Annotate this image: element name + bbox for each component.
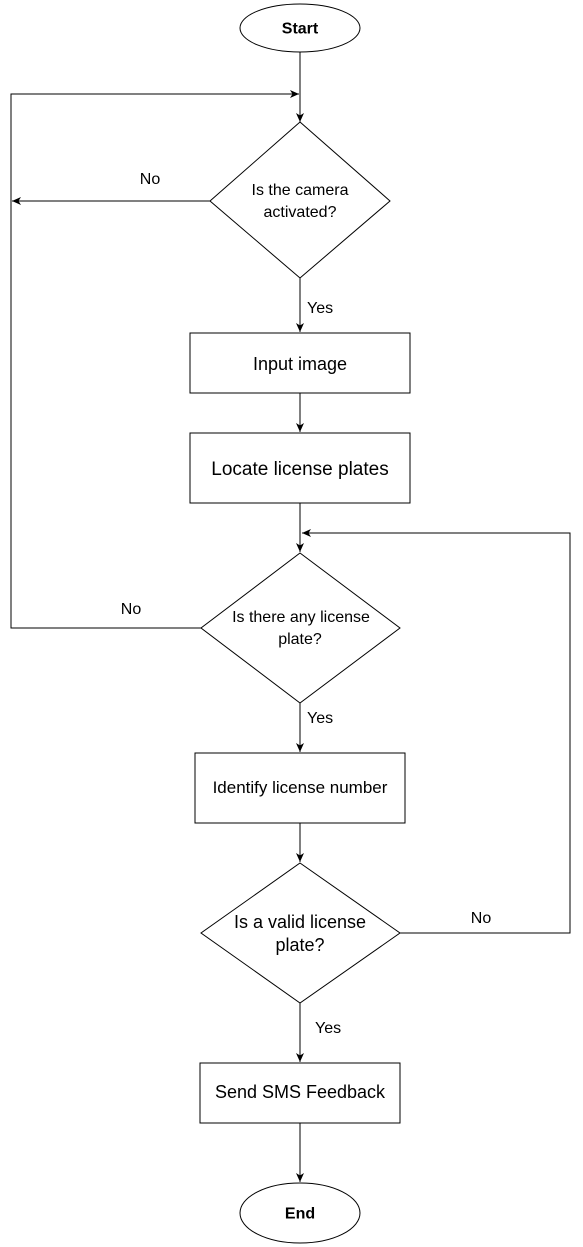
valid-decision-label-line2: plate? <box>275 935 324 955</box>
identify-number-process <box>194 752 406 824</box>
camera-decision-label-line1: Is the camera <box>252 182 349 199</box>
locate-plates-process <box>189 432 411 504</box>
locate-plates-label: Locate license plates <box>211 459 388 480</box>
camera-decision <box>209 121 391 279</box>
camera-yes-label: Yes <box>307 300 333 317</box>
plate-no-label: No <box>121 601 142 618</box>
start-label: Start <box>282 21 319 38</box>
input-image-process <box>189 332 411 394</box>
end-label: End <box>285 1206 315 1223</box>
edge-plate-no-loop <box>10 90 299 629</box>
valid-yes-label: Yes <box>315 1020 341 1037</box>
valid-decision <box>200 862 401 1004</box>
identify-number-label: Identify license number <box>213 778 388 797</box>
plate-decision-label-line1: Is there any license <box>232 609 370 626</box>
plate-decision-label-line2: plate? <box>278 631 322 648</box>
plate-yes-label: Yes <box>307 710 333 727</box>
edge-valid-no-loop <box>302 529 571 934</box>
valid-decision-label-line1: Is a valid license <box>234 912 366 932</box>
end-terminal <box>239 1182 361 1244</box>
valid-no-label: No <box>471 910 492 927</box>
send-sms-label: Send SMS Feedback <box>215 1082 386 1102</box>
send-sms-process <box>199 1062 401 1124</box>
plate-decision <box>200 552 401 704</box>
input-image-label: Input image <box>253 354 347 374</box>
camera-no-label: No <box>140 171 161 188</box>
start-terminal <box>239 3 361 53</box>
camera-decision-label-line2: activated? <box>264 204 337 221</box>
